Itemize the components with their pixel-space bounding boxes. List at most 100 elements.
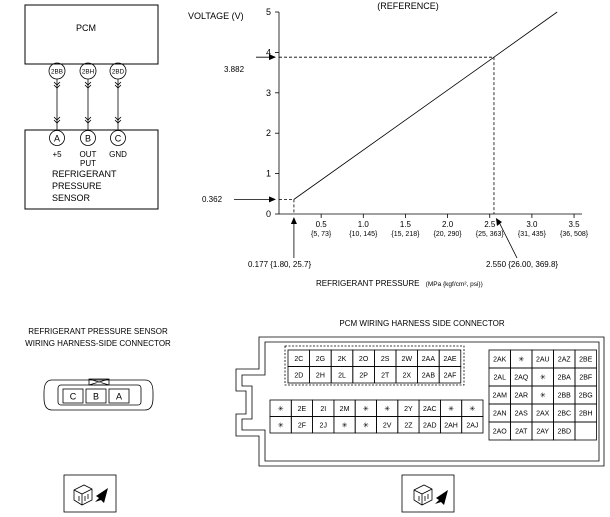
sensor-label-line2: PRESSURE: [52, 181, 102, 191]
pcm-right-pin-0-2: 2AU: [536, 357, 550, 364]
reference-lines: [234, 54, 518, 259]
x-subtick-label-1: {10, 145}: [349, 231, 378, 238]
pcm-bottom-pin-1-7: 2AD: [423, 422, 437, 429]
sensor-pin-label-c: C: [115, 134, 122, 144]
x-subtick-label-3: {20, 290}: [434, 231, 463, 238]
pcm-top-pin-0-6: 2AA: [422, 356, 436, 363]
pcm-top-pin-0-5: 2W: [402, 356, 413, 363]
pcm-right-pin-4-0: 2AO: [493, 429, 508, 436]
sensor-pin-function-put: PUT: [80, 159, 96, 168]
pcm-top-pin-0-7: 2AE: [443, 356, 457, 363]
pcm-right-pin-4-3: 2BD: [557, 429, 571, 436]
pcm-top-pin-1-6: 2AB: [422, 372, 436, 379]
pcm-bottom-pin-1-6: 2Z: [404, 422, 413, 429]
pcm-bottom-pin-0-4: ✳: [363, 405, 369, 413]
pcm-right-pin-1-2: ✳: [540, 374, 546, 382]
ref-label-y-high: 3.882: [224, 65, 245, 74]
x-subtick-label-2: {15, 218}: [391, 231, 420, 238]
sensor-pin-label-b: B: [85, 134, 91, 144]
pcm-sensor-schematic: PCM 2BB 2BH 2BD A B C +5 OUT PUT G: [24, 4, 159, 210]
sensor-pin-label-a: A: [54, 134, 60, 144]
pcm-top-pin-1-3: 2P: [359, 372, 368, 379]
arrow-x-low-head: [290, 217, 297, 224]
x-tick-label-2.0: 2.0: [442, 220, 454, 229]
sensor-connector-body: [43, 379, 154, 411]
pcm-top-pin-1-4: 2T: [381, 372, 390, 379]
sensor-connector-latch: [88, 378, 110, 386]
pcm-top-pin-1-7: 2AF: [444, 372, 457, 379]
pcm-right-pin-4-1: 2AT: [515, 429, 528, 436]
pcm-bottom-pin-1-3: ✳: [342, 421, 348, 429]
y-axis-label: VOLTAGE (V): [188, 11, 244, 21]
connector-chevrons-bottom: [53, 116, 122, 124]
pcm-bottom-pin-0-8: ✳: [448, 405, 454, 413]
sensor-connector-pin-b: B: [93, 392, 99, 402]
pcm-pin-label-2bd: 2BD: [112, 69, 125, 76]
pcm-box: [24, 4, 159, 65]
pcm-bottom-pin-1-0: ✳: [278, 421, 284, 429]
sensor-connector-cell-c: [62, 388, 84, 404]
sensor-pin-function-out: OUT: [80, 150, 97, 159]
x-axis-label-unit: (MPa {kgf/cm², psi}): [426, 281, 483, 288]
pcm-pin-label-2bb: 2BB: [51, 69, 63, 76]
sensor-connector-cell-b: [85, 388, 107, 404]
pcm-bottom-pin-1-9: 2AJ: [466, 422, 478, 429]
pcm-bottom-pin-0-7: 2AC: [423, 406, 437, 413]
sensor-connector-cell-a: [108, 388, 130, 404]
pcm-right-pin-1-1: 2AQ: [514, 375, 529, 382]
pcm-right-pin-3-1: 2AS: [515, 411, 529, 418]
x-ticks: 0.5{5, 73}1.0{10, 145}1.5{15, 218}2.0{20…: [311, 214, 589, 238]
x-tick-label-2.5: 2.5: [484, 220, 496, 229]
pcm-right-pin-1-3: 2BA: [558, 375, 572, 382]
pcm-bottom-pin-0-5: ✳: [384, 405, 390, 413]
pcm-right-pin-3-0: 2AN: [493, 411, 507, 418]
x-tick-label-3.5: 3.5: [568, 220, 580, 229]
pcm-right-pin-1-0: 2AL: [494, 375, 507, 382]
y-tick-label-0: 0: [266, 209, 271, 219]
pcm-right-pin-3-4: 2BH: [579, 411, 593, 418]
sensor-connector-title-1: REFRIGERANT PRESSURE SENSOR: [28, 327, 168, 336]
x-tick-label-1.5: 1.5: [400, 220, 412, 229]
pcm-connector-housing: [235, 336, 605, 467]
sensor-pin-a: [49, 130, 65, 146]
x-subtick-label-5: {31, 435}: [518, 231, 547, 238]
x-tick-label-1.0: 1.0: [358, 220, 370, 229]
series-line: [293, 11, 558, 200]
arrow-x-high-head: [495, 218, 502, 226]
pcm-top-pin-0-3: 2O: [359, 356, 369, 363]
x-tick-label-3.0: 3.0: [526, 220, 538, 229]
pcm-right-pin-4-2: 2AY: [536, 429, 549, 436]
y-tick-label-5: 5: [266, 7, 271, 17]
pcm-pin-label-2bh: 2BH: [82, 69, 95, 76]
pcm-right-pin-2-4: 2BG: [579, 393, 593, 400]
sensor-label-line1: REFRIGERANT: [52, 169, 117, 179]
pcm-right-cell-4-4: [574, 421, 597, 441]
ref-label-x-low: 0.177 {1.80, 25.7}: [248, 260, 312, 269]
x-axis-label-main: REFRIGERANT PRESSURE: [316, 279, 419, 288]
arrow-x-high-shaft: [497, 219, 518, 259]
connector-chevrons-top: [53, 81, 122, 89]
connector-view-icon-2: [413, 484, 448, 506]
pcm-top-pin-0-1: 2G: [316, 356, 325, 363]
pcm-top-pin-1-0: 2D: [294, 372, 303, 379]
pcm-top-pin-1-5: 2X: [403, 372, 412, 379]
arrow-y-high-head: [269, 54, 276, 61]
connector-view-icon: [73, 484, 108, 506]
x-subtick-label-4: {25, 363}: [476, 231, 505, 238]
pcm-right-pin-2-1: 2AR: [514, 393, 528, 400]
y-tick-label-2: 2: [266, 128, 271, 138]
pcm-top-pin-0-0: 2C: [294, 356, 303, 363]
y-tick-label-4: 4: [266, 47, 271, 57]
pcm-top-pin-1-2: 2L: [338, 372, 346, 379]
ref-label-x-high: 2.550 {26.00, 369.8}: [486, 260, 558, 269]
pcm-top-block-frame: [284, 345, 465, 386]
sensor-pin-b: [80, 130, 96, 146]
pcm-right-pin-0-3: 2AZ: [558, 357, 572, 364]
pcm-bottom-pin-1-2: 2J: [320, 422, 327, 429]
pcm-connector-housing-inner: [241, 341, 600, 462]
